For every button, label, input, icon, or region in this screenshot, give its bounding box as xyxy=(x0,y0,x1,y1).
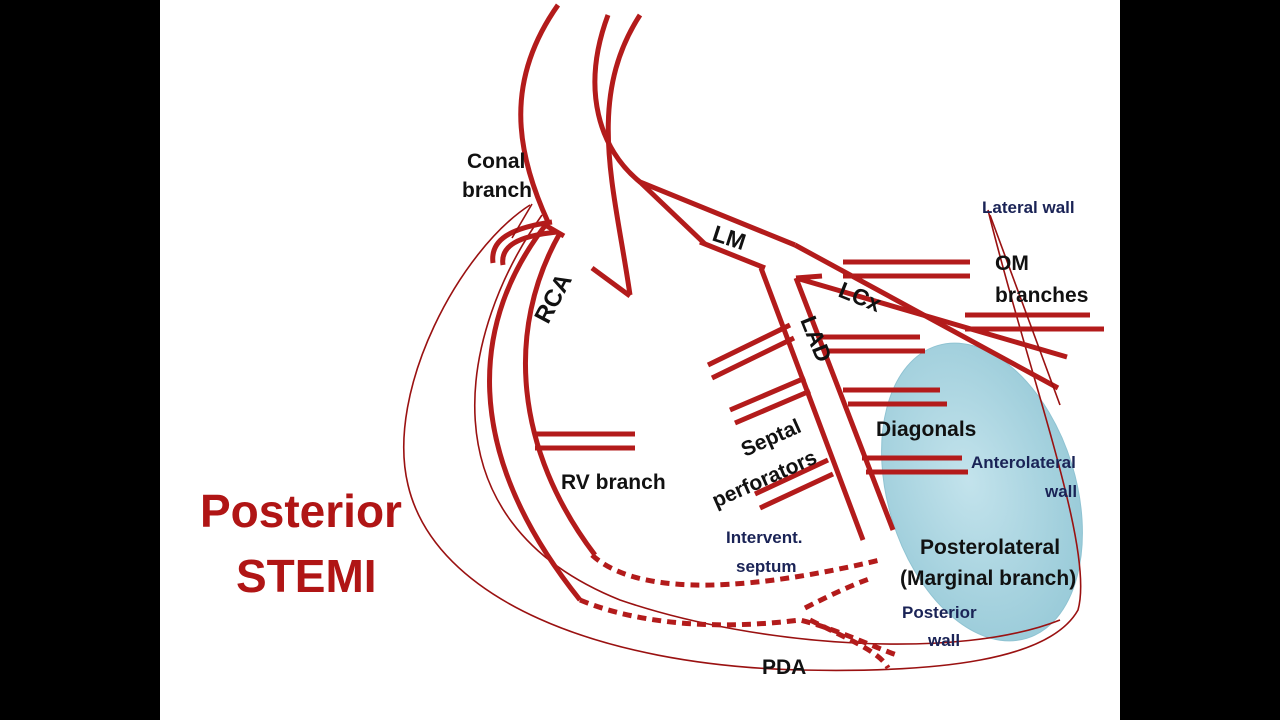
pda-tail-dashed xyxy=(803,575,891,670)
lm-bottom xyxy=(699,239,766,271)
conal-label-2: branch xyxy=(462,179,532,202)
anterolateral-label-1: Anterolateral xyxy=(971,453,1076,472)
posterolateral-label-1: Posterolateral xyxy=(920,536,1060,559)
lcx-cap xyxy=(795,273,823,281)
rca-rv-root xyxy=(590,265,632,299)
lm-upper-wall xyxy=(592,14,796,248)
rca-lumen-wall xyxy=(523,231,597,557)
rca-label: RCA xyxy=(529,269,577,328)
septal-label-2: perforators xyxy=(709,446,821,513)
anterolateral-label-2: wall xyxy=(1044,482,1077,501)
septal-3a xyxy=(753,457,830,497)
septal-3b xyxy=(758,471,835,511)
pda-upper-dashed xyxy=(590,553,881,588)
title-line-1: Posterior xyxy=(200,485,402,537)
posterior-wall-contour xyxy=(473,214,1061,645)
lad-right-wall xyxy=(793,277,896,531)
lad-label: LAD xyxy=(795,312,837,366)
septum-label-2: septum xyxy=(736,557,796,576)
diagonals-label: Diagonals xyxy=(876,418,976,441)
septal-2a xyxy=(729,375,806,413)
septal-1a xyxy=(706,322,792,368)
conal-branch-inner xyxy=(500,229,558,266)
diagram-slide: Posterior STEMI Conal branch RCA LM LCx … xyxy=(160,0,1120,720)
septum-label-1: Intervent. xyxy=(726,528,803,547)
title-line-2: STEMI xyxy=(236,550,377,602)
conal-branch-outer xyxy=(490,219,553,264)
lateral-wall-pointer xyxy=(989,214,1061,406)
heart-outline xyxy=(403,204,1082,672)
rca-outer-wall xyxy=(487,3,582,602)
pda-lower-dashed xyxy=(579,597,901,659)
lcx-lower-wall xyxy=(795,275,1068,360)
lad-left-wall xyxy=(758,267,866,541)
pda-label: PDA xyxy=(762,656,806,679)
lateral-wall-label: Lateral wall xyxy=(982,198,1075,217)
lm-lower-wall xyxy=(638,180,707,246)
posterior-wall-label-1: Posterior xyxy=(902,603,977,622)
conal-label-1: Conal xyxy=(467,150,525,173)
infarct-zone xyxy=(881,342,1083,642)
lcx-label: LCx xyxy=(835,277,885,317)
posterior-wall-label-2: wall xyxy=(927,631,960,650)
conal-pointer xyxy=(511,203,533,239)
coronary-diagram: Posterior STEMI Conal branch RCA LM LCx … xyxy=(200,3,1104,679)
posterolateral-label-2: (Marginal branch) xyxy=(900,567,1076,590)
om-label-1: OM xyxy=(995,252,1029,275)
septal-1b xyxy=(710,335,796,381)
rv-branch-label: RV branch xyxy=(561,471,666,494)
septal-2b xyxy=(734,388,811,426)
om-label-2: branches xyxy=(995,284,1088,307)
